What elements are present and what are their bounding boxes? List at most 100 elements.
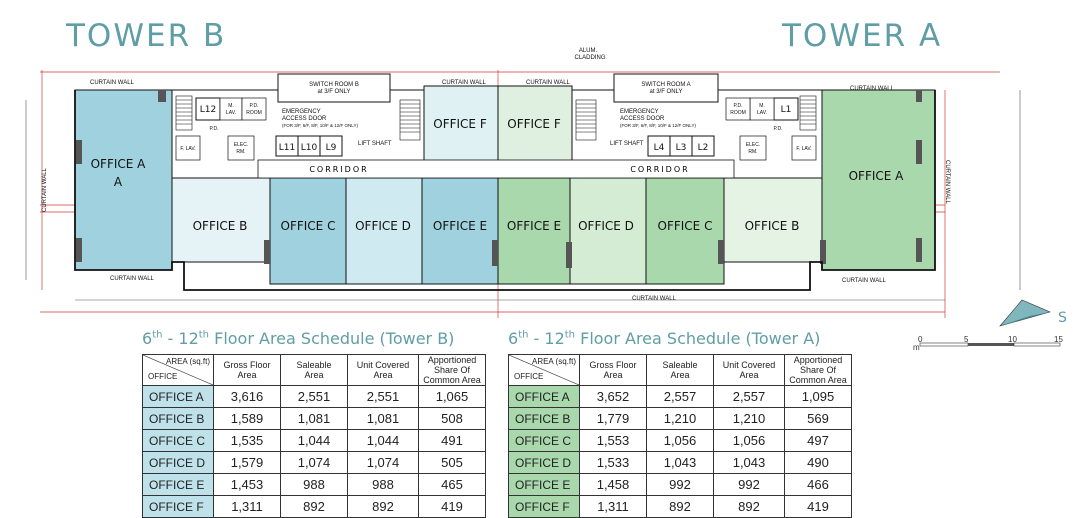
scale-unit: m: [913, 343, 920, 352]
row-office: OFFICE C: [142, 429, 214, 452]
cell-gross: 1,535: [213, 429, 281, 452]
tower-a-office-f: [497, 85, 573, 167]
tower-a-office-f-label: OFFICE F: [507, 117, 561, 131]
curtain-wall-label-9: CURTAIN WALL: [944, 160, 950, 205]
row-office: OFFICE F: [142, 495, 214, 518]
cell-covered: 1,074: [347, 451, 419, 474]
corridor-label-a: CORRIDOR: [630, 165, 689, 174]
tower-a-office-d-label: OFFICE D: [578, 219, 634, 233]
cell-gross: 1,779: [579, 407, 647, 430]
cell-share: 497: [784, 429, 852, 452]
cell-covered: 1,081: [347, 407, 419, 430]
tower-b-office-d-label: OFFICE D: [355, 219, 411, 233]
cell-saleable: 1,081: [280, 407, 348, 430]
row-office: OFFICE B: [142, 407, 214, 430]
tower-a-office-b-label: OFFICE B: [745, 219, 800, 233]
cell-saleable: 1,043: [646, 451, 714, 474]
north-arrow-icon: [999, 299, 1051, 327]
svc-label-1: LAV.: [226, 110, 236, 116]
tower-b-office-e: [421, 177, 499, 285]
cell-covered: 2,557: [713, 385, 785, 408]
table-row: OFFICE D 1,533 1,043 1,043 490: [508, 451, 852, 474]
row-office: OFFICE C: [508, 429, 580, 452]
row-office: OFFICE A: [142, 385, 214, 408]
switch-room-a-line2: at 3/F ONLY: [650, 89, 683, 95]
table-row: OFFICE F 1,311 892 892 419: [508, 495, 852, 518]
cell-gross: 1,579: [213, 451, 281, 474]
cell-gross: 1,458: [579, 473, 647, 496]
curtain-wall-label-7: CURTAIN WALL: [842, 278, 887, 284]
switch-room-b-line2: at 3/F ONLY: [318, 89, 351, 95]
cell-saleable: 1,044: [280, 429, 348, 452]
header-corner: AREA (sq.ft) OFFICE: [508, 354, 580, 386]
svc-label-9: LAV.: [757, 110, 767, 116]
lift-l9: L9: [326, 143, 337, 153]
alum-cladding-line2: CLADDING: [574, 55, 605, 61]
cell-share: 466: [784, 473, 852, 496]
structural-columns: [76, 90, 922, 268]
svc-label-0: M.: [228, 103, 234, 109]
cell-saleable: 892: [646, 495, 714, 518]
emergency-b-line3: (FOR 3/F, 6/F, 8/F, 10/F & 12/F ONLY): [282, 123, 358, 128]
curtain-wall-label-8: CURTAIN WALL: [42, 167, 48, 212]
emergency-a-line2: ACCESS DOOR: [620, 116, 665, 122]
tower-b-office-b: [171, 177, 271, 263]
cell-covered: 1,056: [713, 429, 785, 452]
switch-room-a: [613, 73, 719, 103]
curtain-wall-label-1: CURTAIN WALL: [90, 80, 135, 86]
tower-b-title: TOWER B: [66, 18, 227, 54]
curtain-wall-label-3: CURTAIN WALL: [526, 80, 571, 86]
row-office: OFFICE D: [508, 451, 580, 474]
cell-covered: 1,044: [347, 429, 419, 452]
tower-a-office-a-label: OFFICE A: [849, 169, 905, 183]
table-row: OFFICE A 3,616 2,551 2,551 1,065: [142, 385, 486, 408]
scale-tick-10: 10: [1008, 335, 1017, 344]
svc-label-2: P.D.: [249, 103, 258, 109]
lift-shaft-a: LIFT SHAFT: [610, 141, 644, 147]
corridor: [257, 159, 735, 179]
tower-b-office-c: [269, 177, 347, 285]
cell-saleable: 988: [280, 473, 348, 496]
switch-room-b: [277, 73, 391, 103]
cell-saleable: 1,074: [280, 451, 348, 474]
cell-gross: 1,453: [213, 473, 281, 496]
table-row: OFFICE B 1,779 1,210 1,210 569: [508, 407, 852, 430]
lift-l11: L11: [279, 143, 295, 153]
emergency-a-line1: EMERGENCY: [620, 109, 659, 115]
switch-room-b-line1: SWITCH ROOM B: [309, 82, 359, 88]
tower-b-office-a-label: OFFICE A: [91, 157, 147, 171]
tower-b-office-a: [74, 89, 173, 271]
lift-l3: L3: [676, 143, 687, 153]
schedule-title-tower-a: 6th - 12th Floor Area Schedule (Tower A): [508, 329, 821, 348]
scale-tick-15: 15: [1054, 335, 1063, 344]
cell-share: 491: [418, 429, 486, 452]
tower-a-office-b: [723, 177, 823, 263]
cell-gross: 1,553: [579, 429, 647, 452]
lift-l1: L1: [781, 105, 792, 115]
tower-a-office-c: [645, 177, 725, 285]
cell-share: 508: [418, 407, 486, 430]
svc-label-12: F. LAV.: [796, 146, 811, 152]
header-corner: AREA (sq.ft) OFFICE: [142, 354, 214, 386]
scale-bar: [919, 342, 1061, 347]
scale-tick-0: 0: [918, 335, 923, 344]
cell-gross: 3,616: [213, 385, 281, 408]
svc-label-14: RM.: [748, 149, 757, 155]
cell-share: 505: [418, 451, 486, 474]
svc-label-15: P.D.: [773, 126, 782, 132]
cell-saleable: 992: [646, 473, 714, 496]
scale-tick-5: 5: [964, 335, 969, 344]
cell-covered: 892: [713, 495, 785, 518]
cell-share: 419: [784, 495, 852, 518]
tower-b-office-c-label: OFFICE C: [281, 219, 336, 233]
cell-covered: 1,210: [713, 407, 785, 430]
table-row: OFFICE B 1,589 1,081 1,081 508: [142, 407, 486, 430]
